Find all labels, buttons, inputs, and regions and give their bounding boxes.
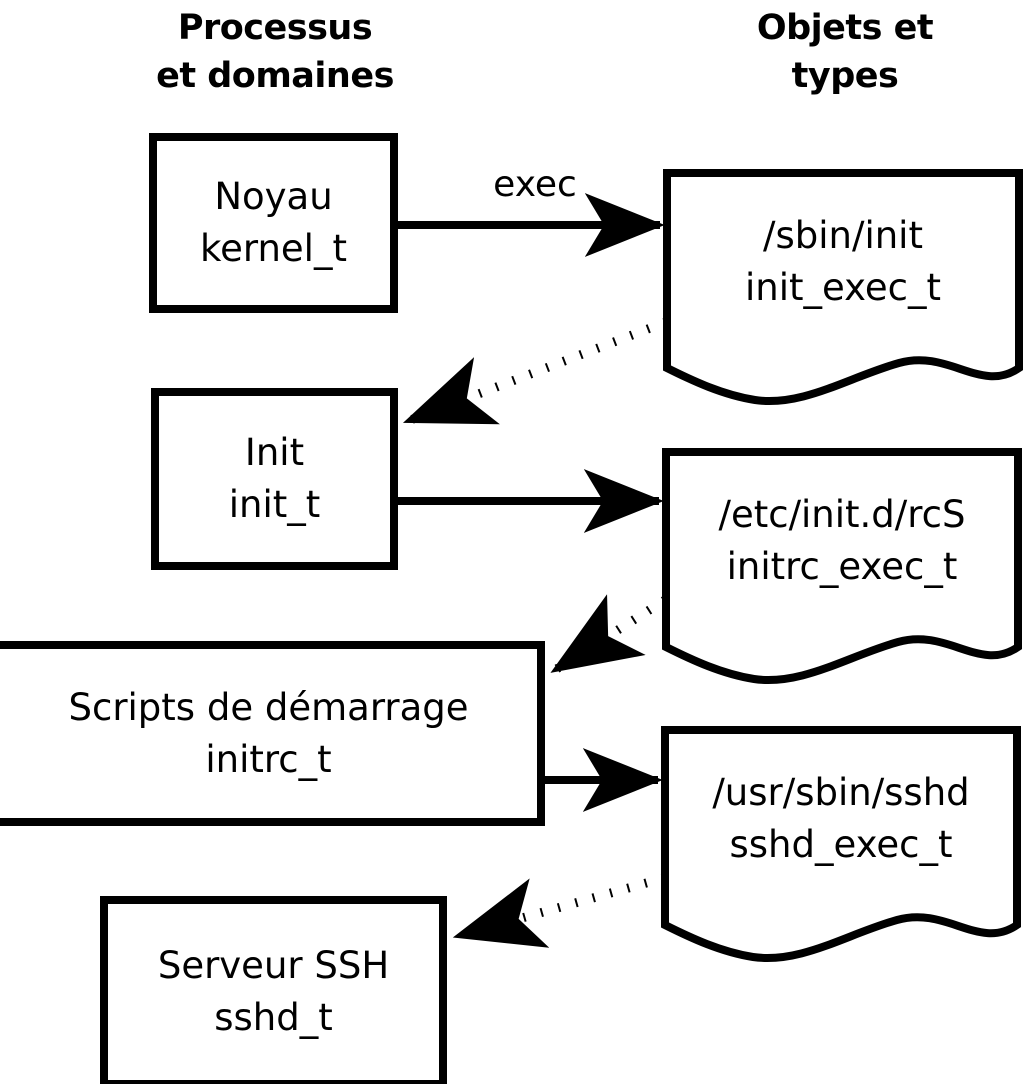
- column-header-objects: Objets et types: [756, 8, 934, 96]
- object-shape-initrc-exec: [662, 448, 1022, 684]
- object-label-sshd-exec: /usr/sbin/sshd sshd_exec_t: [712, 771, 970, 866]
- column-header-processes: Processus et domaines: [156, 8, 394, 96]
- process-box-kernel[interactable]: Noyau kernel_t: [149, 133, 398, 313]
- object-shape-init-exec: [663, 169, 1023, 405]
- edge-label-exec: exec: [493, 164, 577, 205]
- edge-sshd_exec-transition-sshd: [452, 873, 666, 948]
- object-label-init-exec: /sbin/init init_exec_t: [744, 214, 941, 309]
- object-shape-sshd-exec: [661, 726, 1021, 962]
- edge-init_exec-transition-init: [402, 317, 668, 426]
- process-box-initrc[interactable]: Scripts de démarrage initrc_t: [0, 641, 545, 826]
- process-box-sshd[interactable]: Serveur SSH sshd_t: [100, 896, 447, 1084]
- object-label-initrc-exec: /etc/init.d/rcS initrc_exec_t: [718, 493, 966, 588]
- process-box-init[interactable]: Init init_t: [151, 388, 398, 570]
- edge-initrc_exec-transition-initrc: [550, 594, 668, 674]
